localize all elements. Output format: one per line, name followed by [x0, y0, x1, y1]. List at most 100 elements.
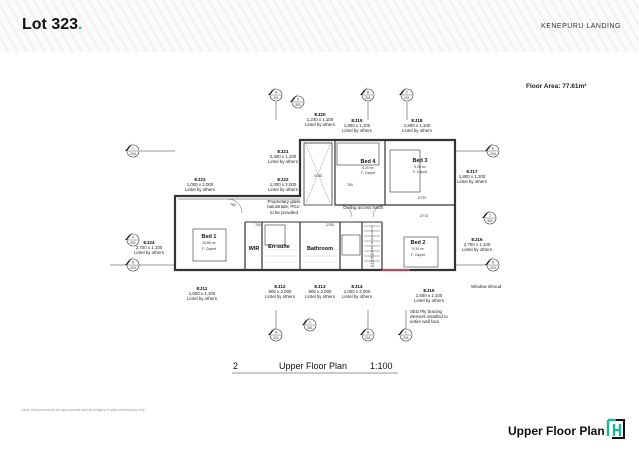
brand-logo [606, 418, 625, 439]
marker-sheet: 203 [130, 266, 136, 270]
stair-step-number: 12 [370, 258, 374, 262]
stair-step-number: 8 [371, 246, 373, 250]
joinery-note: Lintel by others [265, 294, 296, 299]
marker-ref: B [367, 91, 370, 95]
stair-step-number: 14 [370, 264, 374, 268]
stair-step-number: 3 [371, 231, 373, 235]
joinery-id: EJ13 [314, 284, 326, 290]
marker-ref: 1 [132, 147, 134, 151]
drawing-number: 2 [233, 361, 238, 371]
room-bed4-name: Bed 4 [361, 159, 377, 165]
lot-title: Lot 323. [22, 16, 83, 33]
marker-ref: A [275, 91, 278, 95]
joinery-note: Lintel by others [342, 128, 373, 133]
stair-step-number: 4 [371, 234, 373, 238]
room-ensuite: En-suite [268, 244, 290, 250]
joinery-size: 2,700 x 1,100 [464, 242, 491, 247]
joinery-note: Lintel by others [457, 179, 488, 184]
project-name: KENEPURU LANDING [541, 23, 621, 30]
room-bed4-floor: F: Carpet [361, 171, 375, 175]
joinery-note: Lintel by others [414, 298, 445, 303]
marker-ref: C [406, 91, 409, 95]
stair-step-number: 11 [370, 255, 374, 259]
marker-sheet: 301 [307, 326, 313, 330]
marker-sheet: 301 [487, 219, 493, 223]
joinery-note: Lintel by others [134, 250, 165, 255]
marker-sheet: 203 [490, 266, 496, 270]
joinery-size: 2,700 x 1,100 [136, 245, 163, 250]
joinery-note: Lintel by others [187, 296, 218, 301]
marker-sheet: 201 [404, 96, 410, 100]
joinery-id: EJ21 [277, 149, 289, 155]
joinery-size: 1,800 x 1,100 [344, 123, 371, 128]
door-label: 2/760 [326, 223, 335, 227]
room-wir: WIR [249, 246, 260, 252]
drawing-scale: 1:100 [370, 361, 393, 371]
walls [173, 138, 457, 272]
room-bed2-floor: F: Carpet [411, 253, 425, 257]
room-bed1-floor: F: Carpet [202, 247, 216, 251]
stair-step-number: 10 [370, 252, 374, 256]
bracing-note: SED Ply bracing [410, 309, 443, 314]
marker-ref: 4 [132, 236, 134, 240]
stair-step-number: 6 [371, 240, 373, 244]
joinery-size: 800 x 2,000 [309, 289, 333, 294]
stair-step-number: 5 [371, 237, 373, 241]
door-label: 2/710 [420, 214, 429, 218]
joinery-note: Lintel by others [342, 294, 373, 299]
joinery-id: EJ19 [351, 118, 363, 124]
marker-sheet: 301 [130, 241, 136, 245]
balustrade-note: balustrade; PG1- [267, 204, 301, 209]
joinery-note: Lintel by others [402, 128, 433, 133]
joinery-size: 1,800 x 1,100 [404, 123, 431, 128]
room-bed3-area: 9.20 m² [414, 165, 426, 169]
bracing-note: entire wall face [410, 319, 440, 324]
door-label: 760 [255, 223, 261, 227]
marker-sheet: 201 [365, 336, 371, 340]
joinery-id: EJ18 [411, 118, 423, 124]
joinery-note: Lintel by others [305, 122, 336, 127]
joinery-size: 800 x 2,000 [269, 289, 293, 294]
joinery-size: 1,240 x 1,100 [307, 117, 334, 122]
door-label: 760 [230, 203, 236, 207]
marker-sheet: 204 [130, 152, 136, 156]
marker-ref: D [132, 261, 135, 265]
floor-area: Floor Area: 77.61m² [526, 83, 587, 90]
joinery-id: EJ15 [423, 288, 435, 294]
room-bed1-name: Bed 1 [202, 234, 217, 240]
marker-sheet: 201 [273, 336, 279, 340]
door-label: 760 [347, 183, 353, 187]
stair-step-number: 7 [371, 243, 373, 247]
joinery-size: 1,600 x 1,100 [189, 291, 216, 296]
joinery-id: EJ16 [471, 237, 483, 243]
marker-ref: B [367, 331, 370, 335]
joinery-note: Lintel by others [305, 294, 336, 299]
joinery-id: EJ20 [314, 112, 326, 118]
footer-title: Upper Floor Plan [508, 424, 605, 438]
marker-ref: C [405, 331, 408, 335]
stair-step-number: 13 [370, 261, 374, 265]
joinery-size: 1,600 x 1,100 [416, 293, 443, 298]
joinery-id: EJ17 [466, 169, 478, 175]
joinery-size: 1,000 x 2,000 [187, 182, 214, 187]
marker-sheet: 204 [490, 152, 496, 156]
